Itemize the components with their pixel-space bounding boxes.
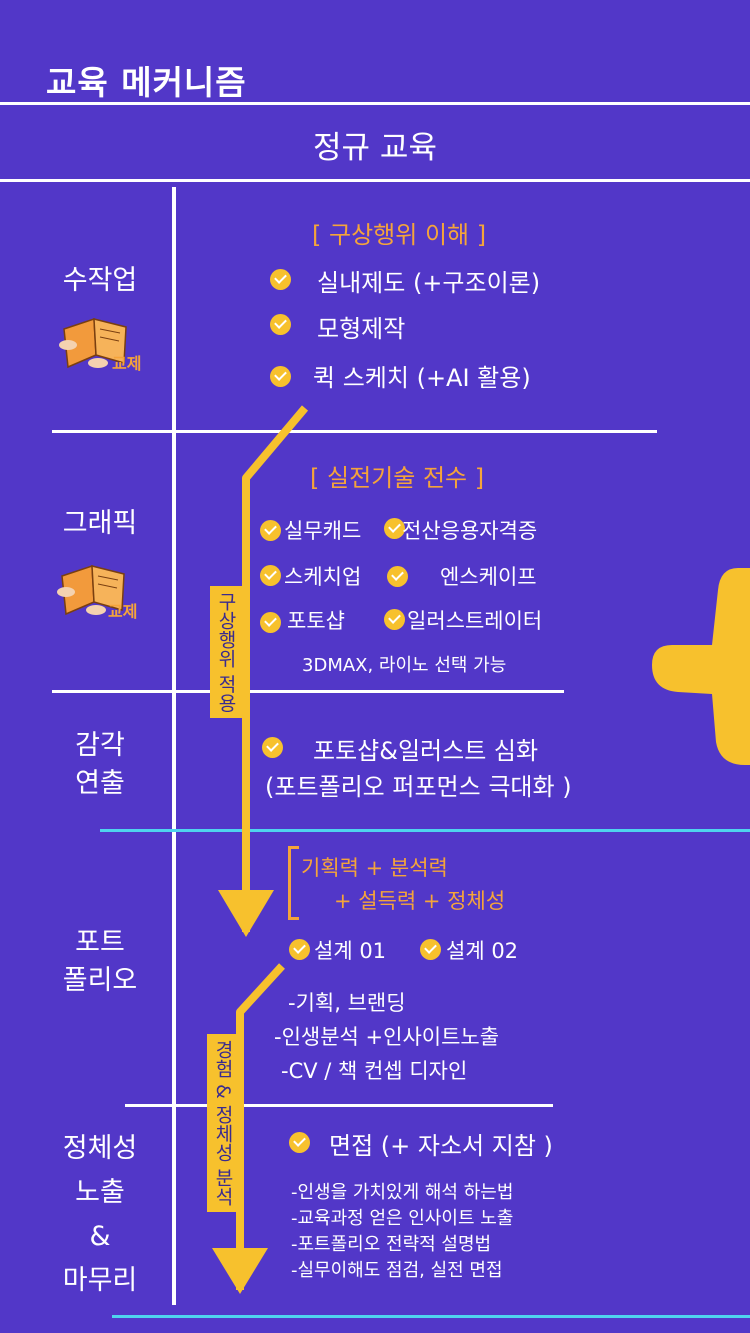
category-identity-line3: & — [89, 1221, 111, 1252]
divider-top — [0, 102, 750, 105]
lower-arrow-label: 경험 & 정체성 분석 — [207, 1034, 239, 1212]
divider-bottom — [112, 1315, 750, 1318]
identity-item: 면접 (+ 자소서 지참 ) — [329, 1132, 553, 1160]
handcraft-item: 실내제도 (+구조이론) — [317, 269, 541, 297]
check-icon — [420, 939, 441, 960]
lower-flow-arrow — [236, 963, 285, 1290]
divider-handcraft — [52, 430, 657, 433]
category-identity-line2: 노출 — [75, 1177, 125, 1208]
category-graphic: 그래픽 — [62, 508, 138, 539]
divider-subtitle — [0, 179, 750, 182]
handcraft-item: 퀵 스케치 (+AI 활용) — [313, 364, 531, 392]
graphic-item: 스케치업 — [284, 565, 362, 589]
page-subtitle: 정규 교육 — [313, 130, 437, 166]
page-title: 교육 메커니즘 — [46, 63, 247, 102]
identity-detail: -교육과정 얻은 인사이트 노출 — [291, 1208, 514, 1229]
handcraft-badge: 교제 — [112, 354, 142, 373]
graphic-item: 실무캐드 — [284, 519, 362, 543]
sense-note: (포트폴리오 퍼포먼스 극대화 ) — [265, 773, 572, 801]
book-icon — [57, 564, 125, 616]
vertical-divider — [172, 187, 176, 1305]
category-handcraft: 수작업 — [62, 265, 138, 296]
category-sense-line1: 감각 — [75, 730, 125, 761]
portfolio-bracket-line1: 기획력 + 분석력 — [301, 856, 448, 880]
handcraft-heading: [ 구상행위 이해 ] — [312, 221, 487, 249]
check-icon — [270, 366, 291, 387]
graphic-item: 전산응용자격증 — [402, 519, 538, 543]
check-icon — [387, 566, 408, 587]
divider-portfolio — [125, 1104, 553, 1107]
category-identity: 정체성 노출 & 마무리 — [40, 1127, 160, 1303]
bracket-icon — [288, 846, 299, 920]
graphic-item: 포토샵 — [287, 609, 345, 633]
graphic-badge: 교제 — [108, 602, 138, 621]
lower-arrowhead-icon — [212, 1248, 268, 1294]
check-icon — [260, 565, 281, 586]
divider-graphic — [52, 690, 564, 693]
identity-detail: -포트폴리오 전략적 설명법 — [291, 1234, 492, 1255]
upper-arrowhead-icon — [218, 890, 274, 937]
handcraft-item: 모형제작 — [317, 315, 406, 343]
check-icon — [289, 939, 310, 960]
portfolio-bracket-line2: + 설득력 + 정체성 — [334, 889, 506, 913]
category-portfolio-line1: 포트 — [75, 927, 125, 958]
check-icon — [270, 314, 291, 335]
identity-detail: -인생을 가치있게 해석 하는법 — [291, 1182, 514, 1203]
portfolio-detail: -인생분석 +인사이트노출 — [274, 1025, 500, 1049]
check-icon — [270, 269, 291, 290]
portfolio-detail: -CV / 책 컨셉 디자인 — [281, 1059, 468, 1083]
check-icon — [260, 520, 281, 541]
divider-sense — [100, 829, 750, 832]
upper-arrow-label: 구상행위 적용 — [210, 586, 242, 719]
check-icon — [384, 609, 405, 630]
check-icon — [260, 612, 281, 633]
graphic-note: 3DMAX, 라이노 선택 가능 — [302, 655, 507, 676]
check-icon — [289, 1132, 310, 1153]
graphic-heading: [ 실전기술 전수 ] — [310, 464, 485, 492]
check-icon — [262, 737, 283, 758]
book-icon — [59, 317, 127, 369]
portfolio-item: 설계 01 — [314, 939, 387, 963]
identity-detail: -실무이해도 점검, 실전 면접 — [291, 1260, 503, 1281]
graphic-item: 엔스케이프 — [440, 565, 537, 589]
category-sense: 감각 연출 — [40, 727, 160, 803]
sense-item: 포토샵&일러스트 심화 — [313, 737, 539, 765]
plus-icon — [652, 568, 750, 765]
category-sense-line2: 연출 — [75, 768, 125, 799]
category-identity-line4: 마무리 — [62, 1265, 138, 1296]
upper-flow-arrow — [242, 405, 309, 932]
category-portfolio-line2: 폴리오 — [62, 965, 138, 996]
portfolio-detail: -기획, 브랜딩 — [288, 991, 406, 1015]
category-identity-line1: 정체성 — [62, 1133, 138, 1164]
check-icon — [384, 518, 405, 539]
portfolio-item: 설계 02 — [446, 939, 519, 963]
category-portfolio: 포트 폴리오 — [40, 924, 160, 1000]
graphic-item: 일러스트레이터 — [407, 609, 543, 633]
